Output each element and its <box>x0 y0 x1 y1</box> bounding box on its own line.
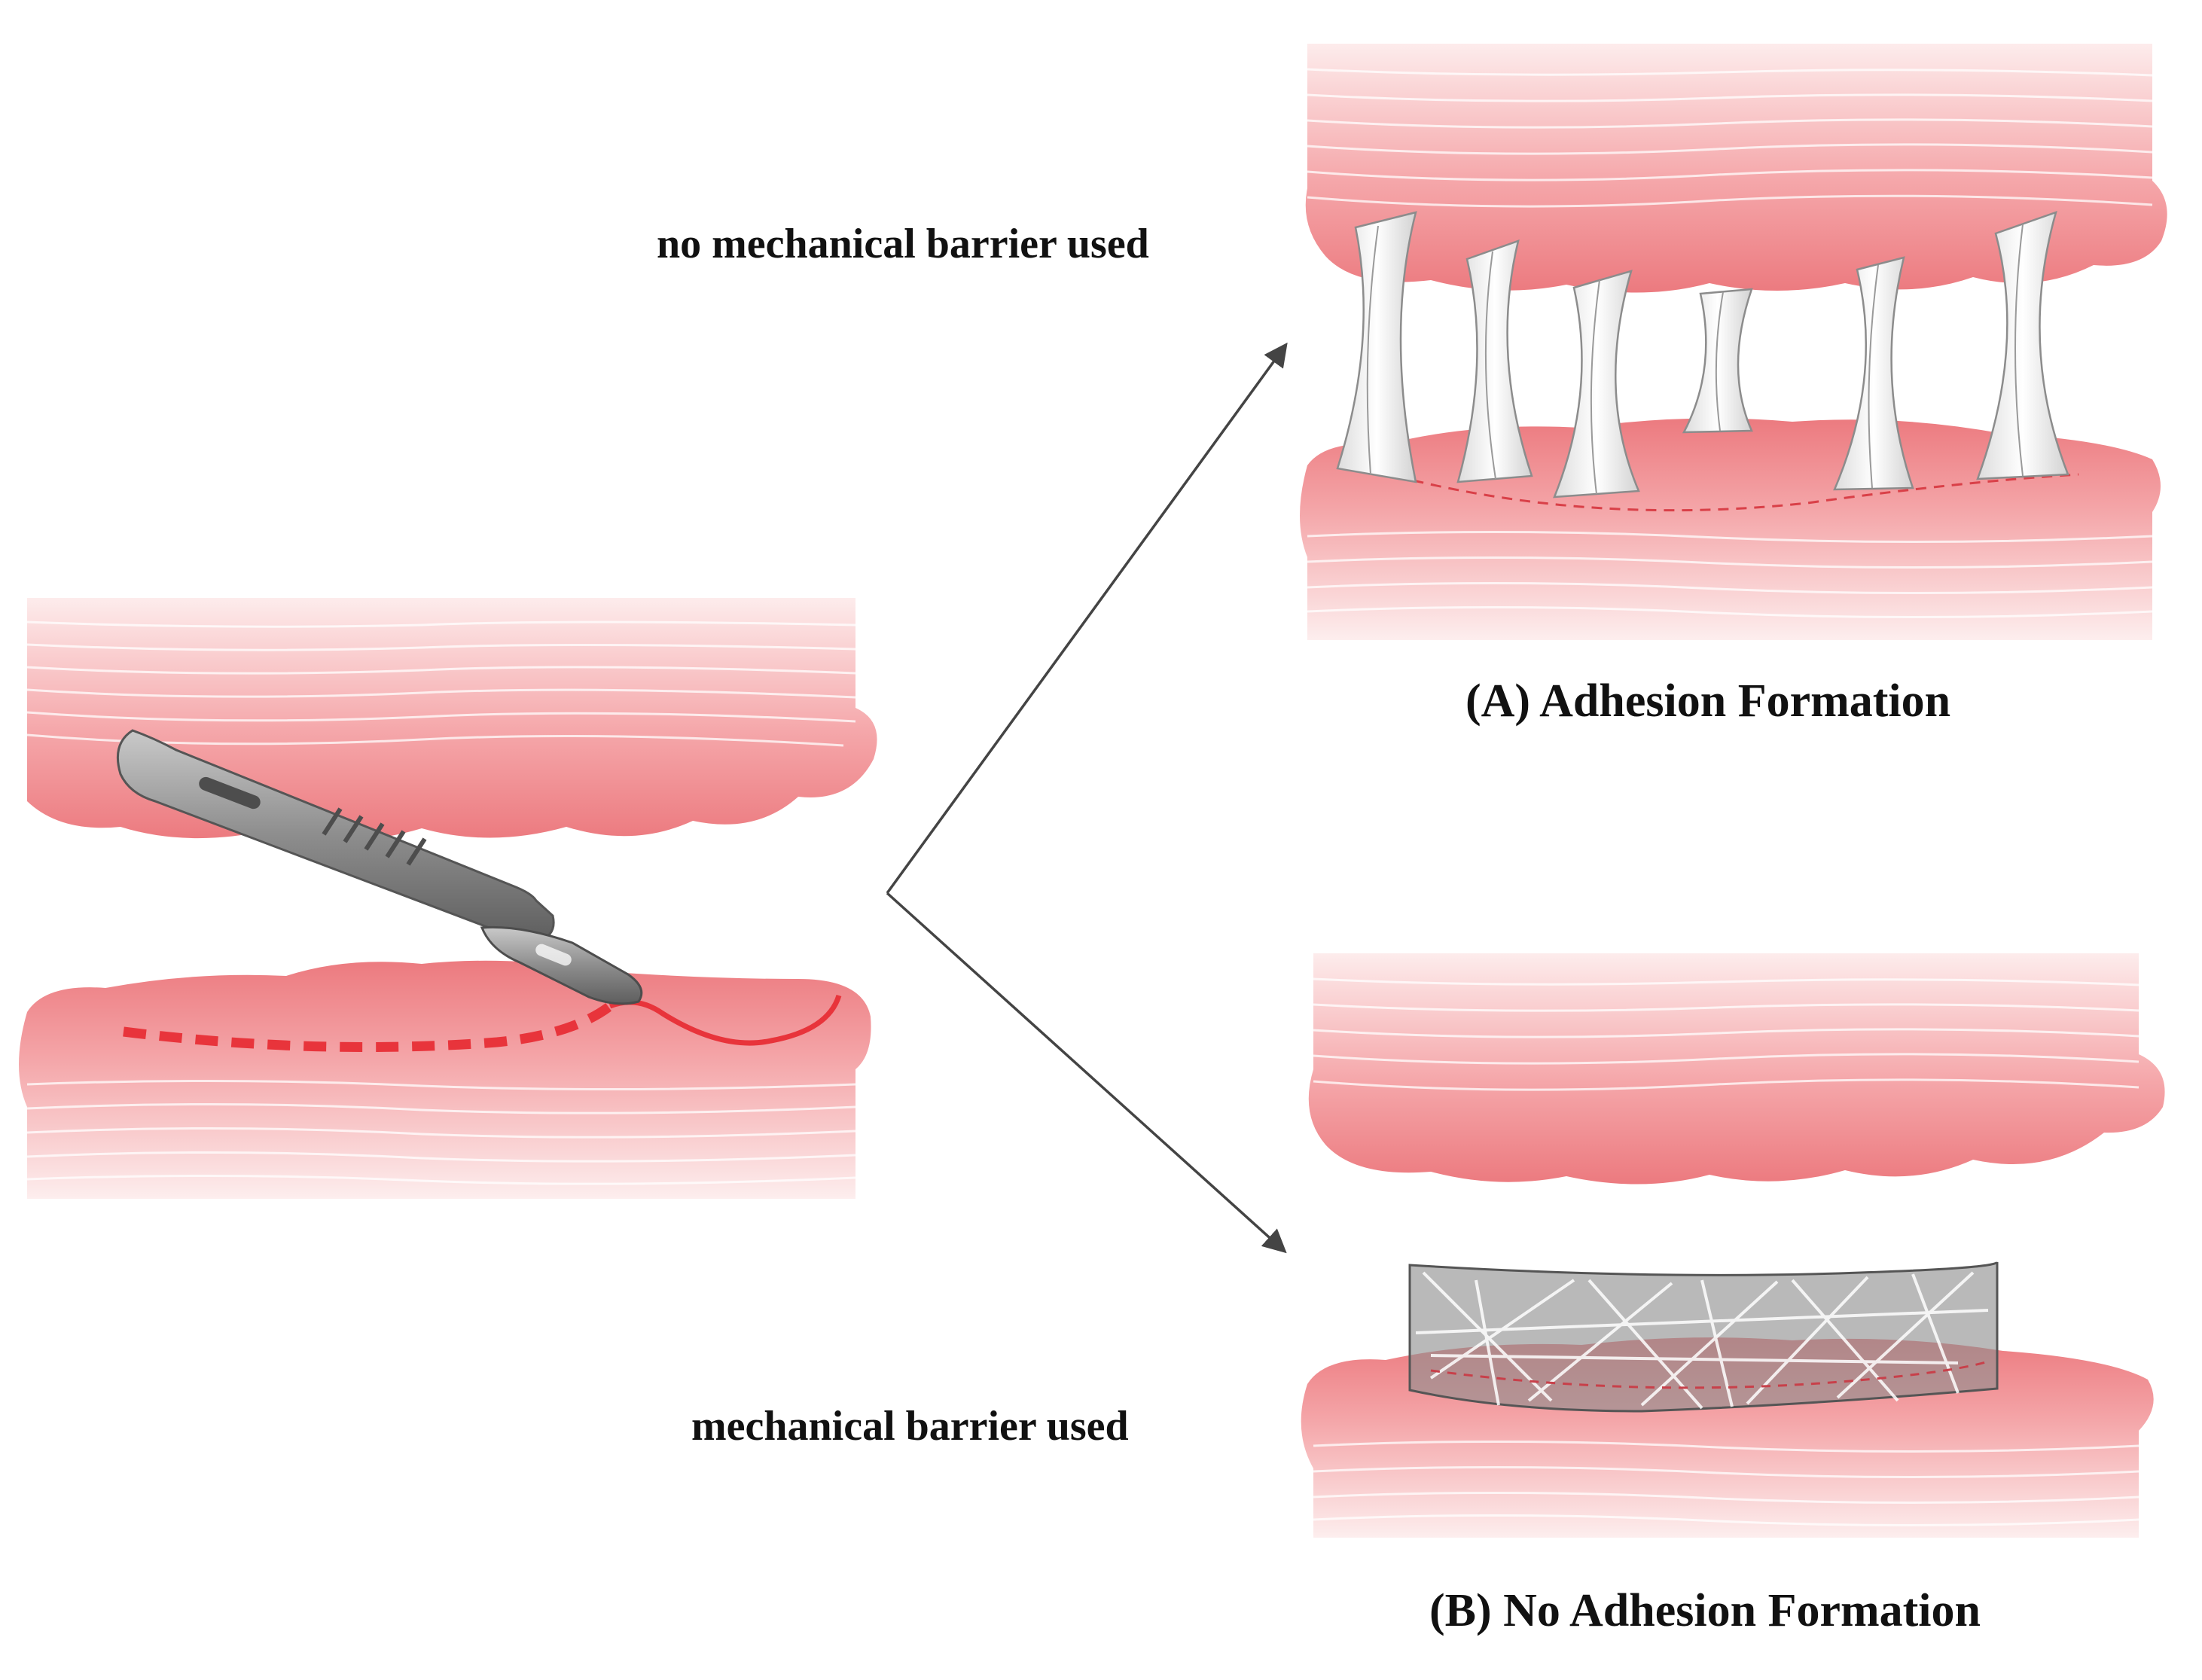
a-upper-tissue <box>1305 44 2167 293</box>
left-lower-tissue <box>19 960 871 1199</box>
caption-adhesion-formation: (A) Adhesion Formation <box>1465 675 1951 727</box>
branch-arrows <box>886 342 1288 1254</box>
incision-scene <box>19 598 877 1199</box>
label-barrier: mechanical barrier used <box>691 1403 1129 1450</box>
mesh-barrier <box>1408 1261 1999 1413</box>
incision-line-solid <box>608 994 842 1046</box>
arrow-to-no-adhesion <box>886 892 1287 1254</box>
no-adhesion-scene <box>1301 953 2165 1538</box>
incision-line-dashed <box>123 1002 613 1052</box>
adhesion-bands <box>1336 211 2069 499</box>
arrow-to-adhesion <box>886 342 1288 895</box>
adhesion-scene <box>1300 44 2167 640</box>
caption-no-adhesion-formation: (B) No Adhesion Formation <box>1429 1585 1981 1636</box>
scalpel-icon <box>116 729 643 1005</box>
label-no-barrier: no mechanical barrier used <box>657 221 1149 267</box>
left-upper-tissue <box>26 598 877 840</box>
b-upper-tissue <box>1308 953 2165 1185</box>
